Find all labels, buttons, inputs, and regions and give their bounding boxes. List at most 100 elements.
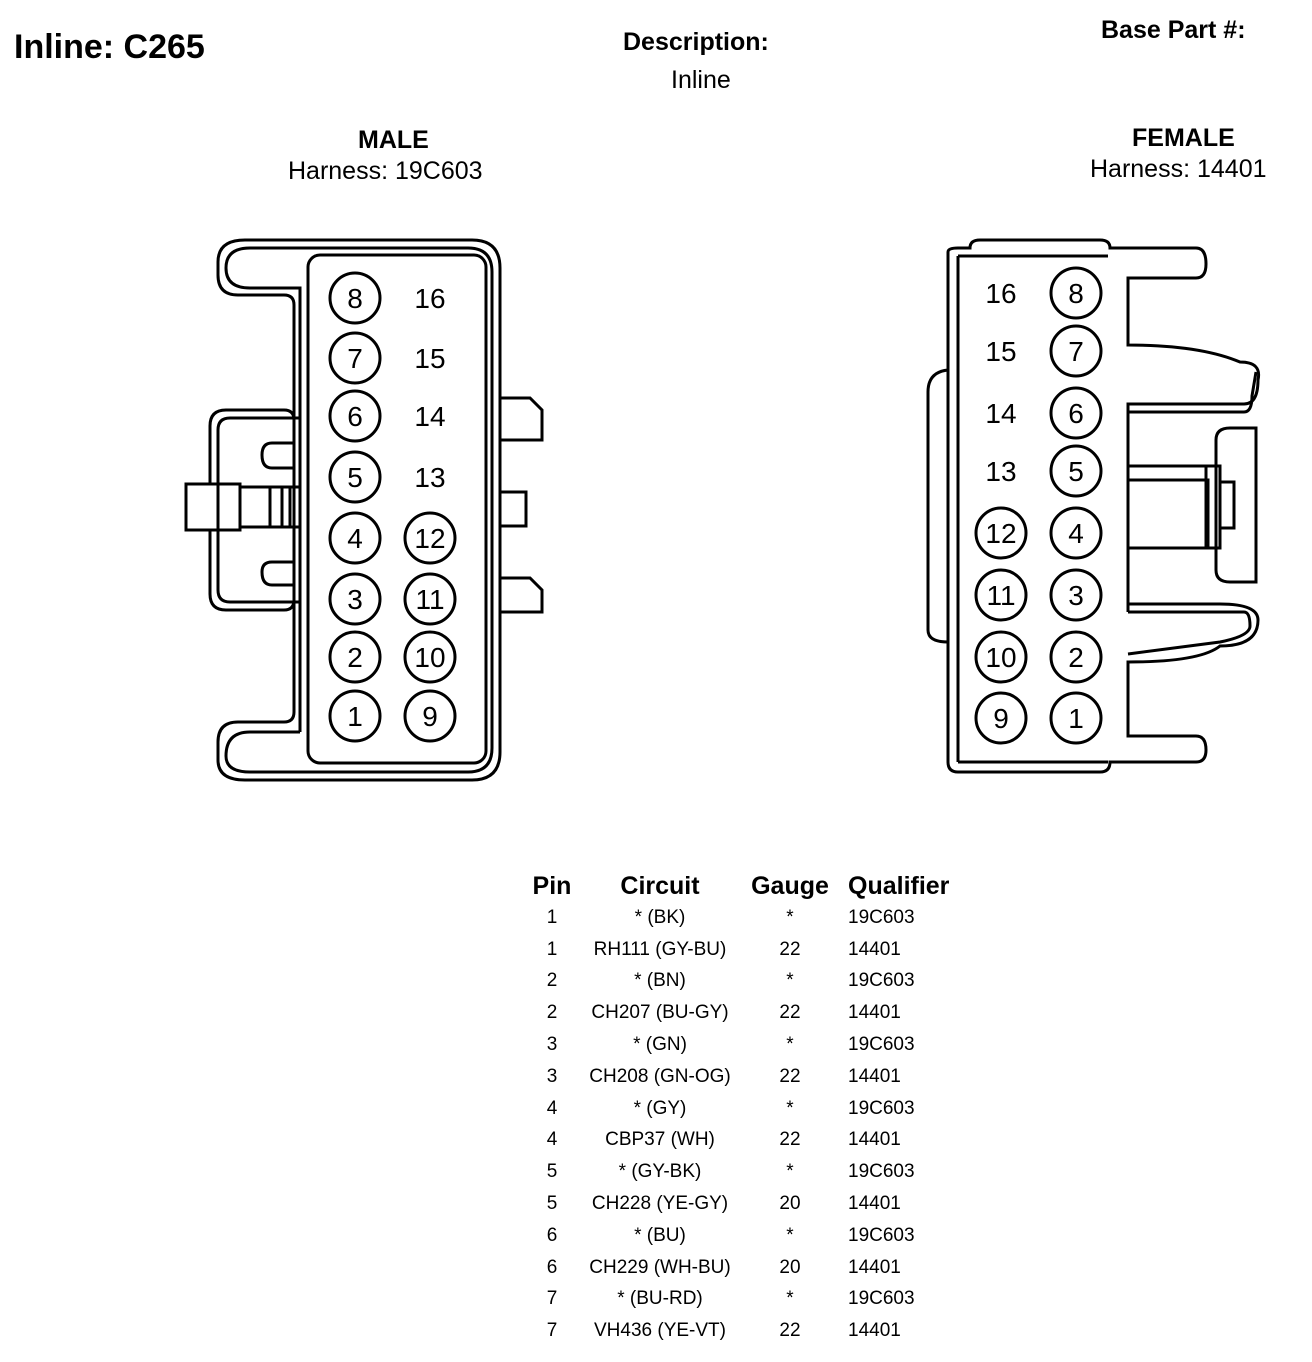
qualifier-cell: 19C603 [848,1224,915,1246]
female-pin-left-column: 16 15 14 13 12 11 10 9 [974,278,1028,745]
female-pin-right-column: 8 7 6 5 4 3 2 1 [1049,266,1103,745]
circuit-cell: * (GY) [633,1097,687,1119]
table-row: 4* (GY)*19C603 [520,1093,974,1125]
header-circuit: Circuit [620,871,700,900]
table-row: 5 CH228 (YE-GY) 20 14401 [520,1188,974,1220]
female-pin-label: 14 [985,398,1016,429]
pin-cell: 3 [546,1065,558,1087]
female-pin-label: 7 [1068,336,1084,367]
male-pin-label: 8 [347,283,363,314]
gauge-cell: * [786,970,794,992]
circuit-cell: CH208 (GN-OG) [589,1065,731,1087]
male-pin-label: 2 [347,642,363,673]
pin-cell: 2 [546,970,558,992]
male-pin-label: 1 [347,701,363,732]
male-pin-label: 16 [414,283,445,314]
female-pin-label: 16 [985,278,1016,309]
qualifier-cell: 14401 [848,1129,901,1151]
male-pin-label: 12 [414,523,445,554]
female-harness: Harness: 14401 [1090,155,1267,183]
qualifier-cell: 14401 [848,1256,901,1278]
female-pin-label: 10 [985,642,1016,673]
circuit-cell: CH228 (YE-GY) [591,1193,729,1215]
female-connector: 16 15 14 13 12 11 10 9 8 7 6 5 4 3 2 1 [926,238,1261,774]
pin-table: Pin Circuit Gauge Qualifier 1* (BK)*19C6… [520,870,974,1347]
circuit-cell: * (BU-RD) [617,1288,703,1310]
male-connector: 8 7 6 5 4 3 2 1 16 15 14 13 12 11 10 9 [184,238,544,782]
pin-cell: 6 [546,1224,558,1246]
qualifier-cell: 19C603 [848,1034,915,1056]
circuit-cell: VH436 (YE-VT) [594,1320,726,1342]
male-pin-label: 6 [347,401,363,432]
qualifier-cell: 19C603 [848,970,915,992]
gauge-cell: 22 [779,1320,801,1342]
gauge-cell: 20 [779,1193,801,1215]
female-pin-label: 6 [1068,398,1084,429]
gauge-cell: 22 [779,1002,801,1024]
pin-cell: 7 [546,1320,558,1342]
pin-cell: 5 [546,1161,558,1183]
female-pin-label: 5 [1068,456,1084,487]
pin-cell: 1 [546,906,558,928]
gauge-cell: 22 [779,1129,801,1151]
female-pin-label: 15 [985,336,1016,367]
circuit-cell: * (GN) [633,1034,687,1056]
circuit-cell: CBP37 (WH) [605,1129,715,1151]
base-part-label: Base Part #: [1101,16,1246,44]
qualifier-cell: 19C603 [848,1288,915,1310]
gauge-cell: * [786,1161,794,1183]
female-pin-label: 11 [986,580,1015,611]
female-pin-label: 4 [1068,518,1084,549]
male-pin-label: 5 [347,462,363,493]
pin-cell: 1 [546,938,558,960]
male-pin-label: 7 [347,343,363,374]
female-pin-label: 12 [985,518,1016,549]
qualifier-cell: 14401 [848,1193,901,1215]
qualifier-cell: 14401 [848,1065,901,1087]
circuit-cell: CH229 (WH-BU) [589,1256,731,1278]
female-pin-label: 13 [985,456,1016,487]
pin-cell: 3 [546,1034,558,1056]
header-qualifier: Qualifier [848,871,950,900]
male-pin-label: 10 [414,642,445,673]
table-row: 6* (BU)*19C603 [520,1220,974,1252]
gauge-cell: * [786,906,794,928]
male-pin-label: 13 [414,462,445,493]
gauge-cell: * [786,1288,794,1310]
description-value: Inline [671,66,731,94]
qualifier-cell: 19C603 [848,1097,915,1119]
male-pin-label: 14 [414,401,445,432]
female-pin-label: 1 [1068,703,1084,734]
gauge-cell: * [786,1097,794,1119]
circuit-cell: * (BN) [634,970,686,992]
description-label: Description: [623,28,769,56]
circuit-cell: CH207 (BU-GY) [591,1002,729,1024]
qualifier-cell: 14401 [848,1002,901,1024]
circuit-cell: RH111 (GY-BU) [593,938,727,960]
table-row: 6 CH229 (WH-BU) 20 14401 [520,1252,974,1284]
pin-cell: 6 [546,1256,558,1278]
header-pin: Pin [532,871,572,900]
circuit-cell: * (BK) [634,906,686,928]
gauge-cell: * [786,1034,794,1056]
female-pin-label: 8 [1068,278,1084,309]
qualifier-cell: 19C603 [848,906,915,928]
male-pin-label: 4 [347,523,363,554]
male-pin-label: 15 [414,343,445,374]
table-row: 7* (BU-RD)*19C603 [520,1284,974,1316]
male-pin-label: 9 [422,701,438,732]
table-row: 1 * (BK) * 19C603 [520,902,974,934]
pin-cell: 5 [546,1193,558,1215]
female-label: FEMALE [1132,124,1235,152]
male-harness: Harness: 19C603 [288,157,483,185]
gauge-cell: 20 [779,1256,801,1278]
male-pin-label: 11 [415,584,444,615]
qualifier-cell: 14401 [848,938,901,960]
table-row: 5* (GY-BK)*19C603 [520,1156,974,1188]
